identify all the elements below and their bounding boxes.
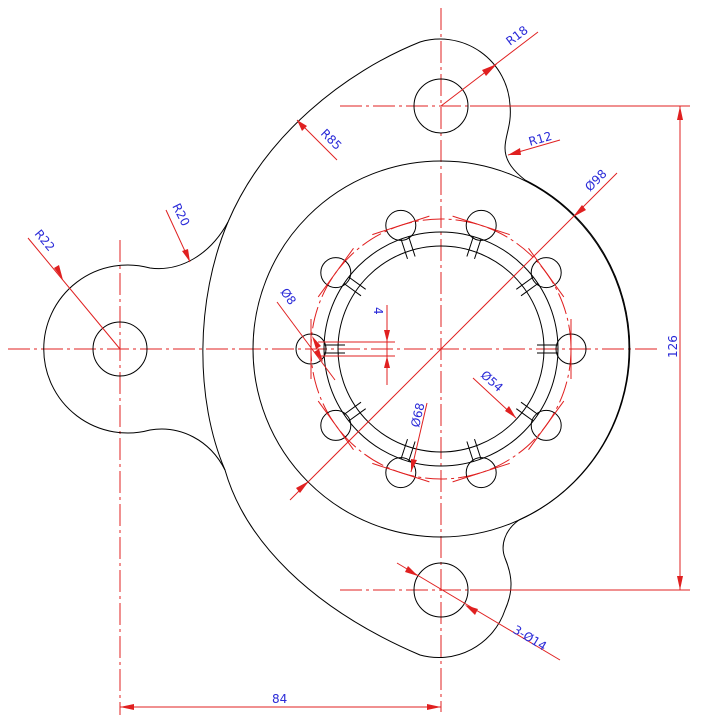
dim-r85-arrow bbox=[297, 120, 307, 131]
dim-r20-arrow bbox=[182, 249, 190, 262]
label-phi54: Ø54 bbox=[478, 368, 506, 395]
ring-inner-circle bbox=[337, 245, 545, 453]
ring-slot-edge bbox=[400, 438, 408, 460]
ring-slot-circle bbox=[465, 209, 497, 241]
outer-profile bbox=[43, 38, 631, 659]
dim-phi98-arrow-bottom bbox=[296, 481, 309, 493]
ring-slot-edge bbox=[343, 283, 362, 297]
holes bbox=[92, 78, 469, 618]
inner-arc-r85 bbox=[202, 221, 229, 471]
label-r22: R22 bbox=[32, 227, 58, 254]
ring-slot-edge bbox=[520, 401, 539, 415]
label-r12: R12 bbox=[527, 129, 554, 149]
ring-slot-edge bbox=[466, 236, 474, 257]
ring-slot-circle bbox=[385, 209, 417, 241]
label-r18: R18 bbox=[503, 23, 530, 48]
left-hole bbox=[92, 321, 148, 377]
ring-slot-centermark bbox=[317, 248, 354, 298]
label-phi68: Ø68 bbox=[408, 401, 427, 428]
dim-phi98-arrow-top bbox=[573, 205, 586, 217]
ring-slot-centermark bbox=[452, 462, 510, 483]
dim-4-arrow-top bbox=[384, 330, 390, 342]
ring-slot-centermark bbox=[528, 400, 565, 450]
slotted-ring bbox=[295, 209, 587, 489]
dim-phi68-arrow bbox=[411, 459, 417, 472]
ring-slot-centermark bbox=[452, 215, 510, 236]
top-hole bbox=[413, 78, 469, 134]
dim-126-arrow-top bbox=[677, 106, 683, 120]
ring-slot-edge bbox=[348, 276, 366, 290]
ring-slot-edge bbox=[408, 441, 416, 462]
label-84: 84 bbox=[272, 692, 287, 706]
label-phi8: Ø8 bbox=[278, 286, 299, 308]
ring-slot-circle bbox=[320, 409, 352, 441]
dim-r18-arrow bbox=[482, 64, 497, 76]
dim-phi98-line bbox=[289, 172, 618, 501]
ring-slot-centermark bbox=[528, 248, 565, 298]
ring-slot-circle bbox=[320, 257, 352, 289]
ring-slot-edge bbox=[516, 276, 534, 290]
ring-slot-edge bbox=[516, 408, 534, 422]
ring-slot-edge bbox=[520, 283, 539, 297]
dimension-labels: R18 R12 R85 Ø98 R20 R22 Ø8 4 Ø54 Ø68 126… bbox=[32, 23, 680, 706]
ring-slot-edge bbox=[400, 238, 408, 260]
ring-slot-centermark bbox=[372, 215, 430, 236]
bottom-hole bbox=[413, 562, 469, 618]
dim-r22-arrow bbox=[54, 265, 63, 280]
ring-slot-edge bbox=[348, 408, 366, 422]
ring-slot-edge bbox=[466, 441, 474, 462]
ring-slot-circle bbox=[465, 457, 497, 489]
ring-slot-edge bbox=[474, 438, 482, 460]
ring-slot-centermark bbox=[317, 400, 354, 450]
main-circle-phi98 bbox=[252, 160, 630, 538]
ring-slot-circle bbox=[385, 457, 417, 489]
label-3-phi14: 3-Ø14 bbox=[510, 623, 549, 654]
dim-84-arrow-left bbox=[120, 704, 134, 710]
dim-holes-leader bbox=[396, 562, 561, 661]
dim-4-arrow-bottom bbox=[384, 356, 390, 368]
dimension-lines bbox=[27, 31, 690, 710]
dim-126-arrow-bottom bbox=[677, 576, 683, 590]
ring-outer-circle bbox=[323, 231, 559, 467]
ring-slot-edge bbox=[343, 401, 362, 415]
dim-phi54-arrow bbox=[505, 406, 516, 418]
ring-slot-circle bbox=[530, 409, 562, 441]
ring-slot-edge bbox=[408, 236, 416, 257]
ring-slot-centermark bbox=[372, 462, 430, 483]
dim-holes-arrow-a bbox=[405, 566, 418, 576]
label-4: 4 bbox=[371, 307, 385, 315]
outer-contour bbox=[43, 38, 631, 659]
label-phi98: Ø98 bbox=[582, 167, 609, 194]
dim-holes-arrow-b bbox=[465, 605, 478, 615]
label-r85: R85 bbox=[318, 126, 345, 153]
dim-phi8-arrow-b bbox=[312, 336, 321, 349]
ring-slot-circle bbox=[530, 257, 562, 289]
dim-phi8-leader bbox=[276, 301, 336, 381]
ring-slot-edge bbox=[474, 238, 482, 260]
label-126: 126 bbox=[666, 335, 680, 358]
dim-r22-leader bbox=[27, 237, 121, 350]
dim-r12-arrow bbox=[508, 148, 521, 155]
dim-84-arrow-right bbox=[427, 704, 441, 710]
